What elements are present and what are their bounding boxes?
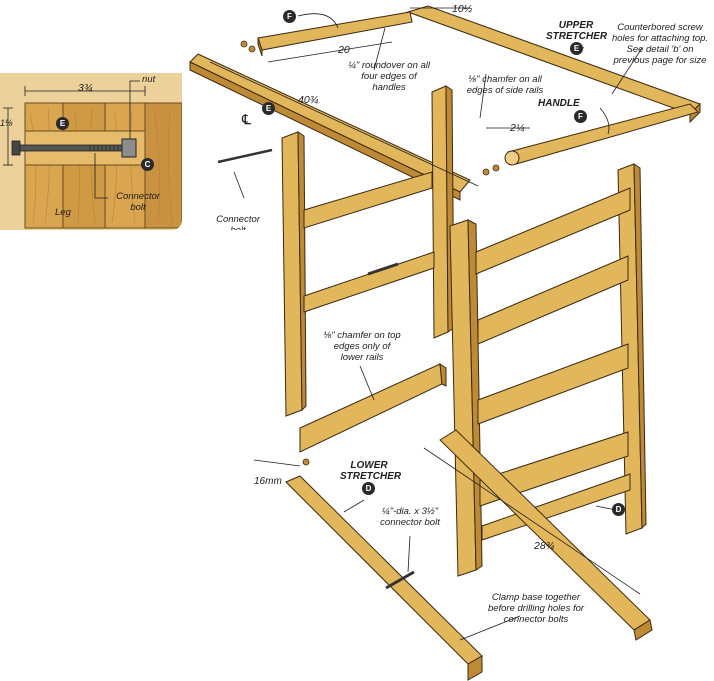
- part-d-lower-badge: D: [362, 482, 375, 495]
- leg-label: Leg: [55, 207, 71, 218]
- lower-rail-left: [299, 363, 443, 453]
- bolt-size-note: ¼"-dia. x 3½" connector bolt: [380, 506, 440, 528]
- part-f-top-badge: F: [283, 10, 296, 23]
- part-e-left-badge: E: [262, 102, 275, 115]
- dim-10-half: 10½: [452, 3, 473, 15]
- detail-connector-bolt-label: Connector bolt: [116, 191, 160, 213]
- part-e-detail-badge: E: [56, 117, 69, 130]
- connector-bolt-label: Connector bolt: [210, 214, 266, 230]
- dim-40-34: 40¾: [298, 94, 319, 106]
- connector-detail-inset: 3¾ 1⅛ nut E C Leg Connector bolt: [0, 73, 182, 230]
- dim-16mm: 16mm: [254, 476, 282, 487]
- dim-2-14: 2¼: [510, 122, 525, 134]
- chamfer-lower-note: ⅛" chamfer on top edges only of lower ra…: [323, 330, 401, 363]
- upper-stretcher-label: UPPER STRETCHER: [546, 20, 608, 42]
- part-d-right-badge: D: [612, 503, 625, 516]
- handle-right: [507, 103, 699, 165]
- clamp-note: Clamp base together before drilling hole…: [487, 592, 585, 625]
- counterbored-note: Counterbored screw holes for attaching t…: [611, 22, 709, 66]
- centerline-symbol: ℄: [242, 111, 251, 127]
- part-e-upper-badge: E: [570, 42, 583, 55]
- lower-stretcher-left: [285, 475, 483, 665]
- dim-20: 20: [338, 44, 350, 56]
- detail-width-dim: 3¾: [78, 82, 93, 94]
- handle-label: HANDLE: [538, 98, 580, 109]
- handle-top: [257, 11, 413, 51]
- lower-stretcher-label: LOWER STRETCHER: [340, 460, 402, 482]
- detail-height-dim: 1⅛: [0, 118, 13, 128]
- chamfer-side-note: ⅛" chamfer on all edges of side rails: [466, 74, 544, 96]
- dim-28-34: 28¾: [534, 540, 555, 552]
- nut-label: nut: [142, 74, 156, 85]
- part-f-handle-badge: F: [574, 110, 587, 123]
- left-back-leg: [431, 85, 449, 339]
- roundover-note: ¼" roundover on all four edges of handle…: [347, 60, 431, 93]
- part-c-detail-badge: C: [141, 158, 154, 171]
